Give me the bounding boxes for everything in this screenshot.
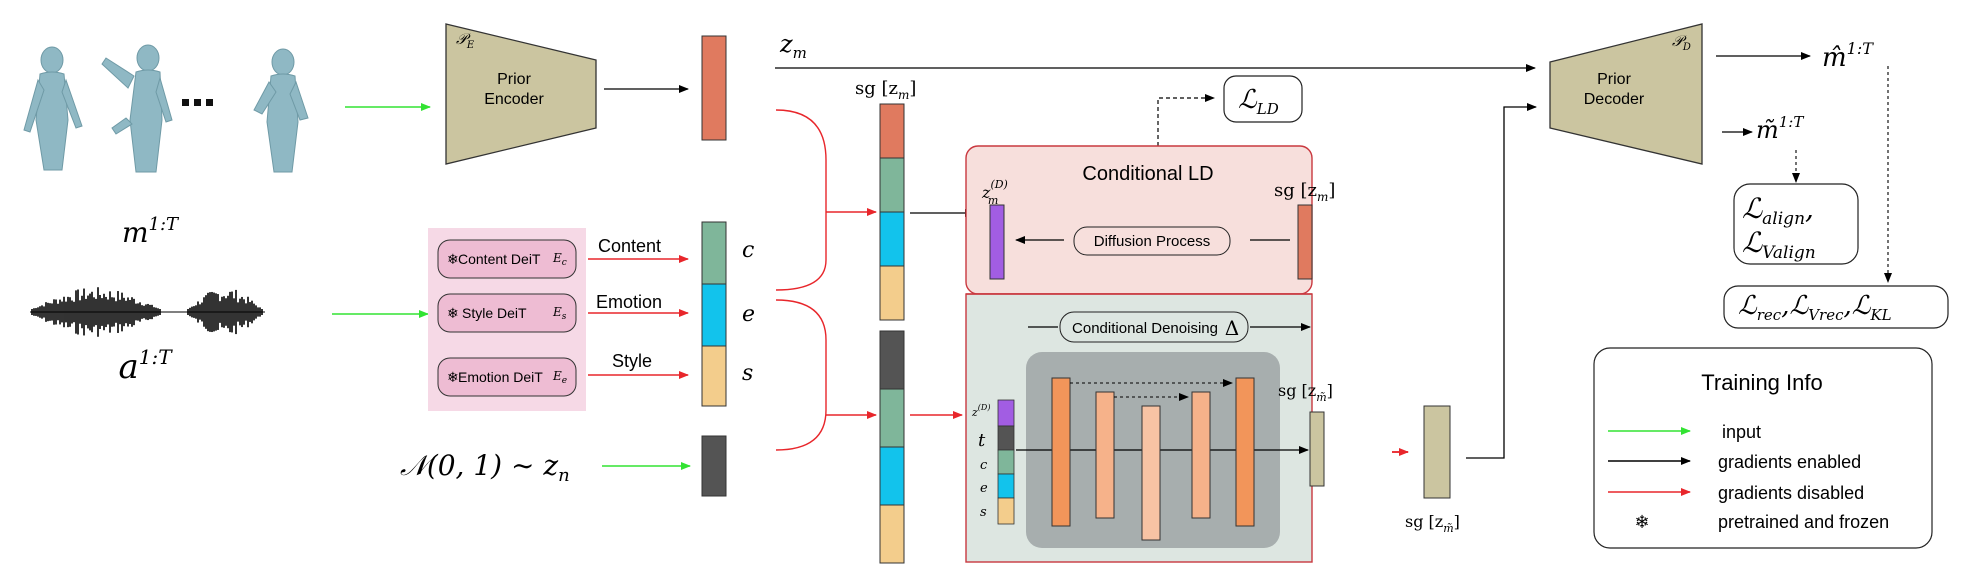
letter-e: e	[742, 302, 755, 327]
snowflake-icon: ❄	[447, 369, 459, 385]
encoder-label: Emotion DeiT	[458, 369, 543, 385]
legend-label-disabled: gradients disabled	[1718, 483, 1864, 503]
loss-rec-box	[1723, 285, 1949, 329]
unet-layer-2	[1095, 391, 1115, 519]
denoise-stack-zmD	[997, 399, 1015, 427]
diffusion-process-label: Diffusion Process	[1094, 233, 1210, 250]
legend-label-enabled: gradients enabled	[1718, 452, 1861, 472]
denoising-label: Conditional Denoising	[1072, 320, 1218, 337]
style-embedding-block	[701, 345, 727, 407]
stack-top-s	[879, 265, 905, 321]
prior-decoder-line2: Decoder	[1584, 91, 1645, 108]
encoder-content-deit: ❄ Content DeiT Ec	[437, 239, 577, 279]
mtilde-label: m̃1:T	[1756, 113, 1804, 144]
noise-block	[701, 435, 727, 497]
encoder-emotion-deit: ❄ Emotion DeiT Ee	[437, 357, 577, 397]
prior-encoder-line2: Encoder	[484, 91, 544, 108]
sg-zmtilde-block	[1423, 405, 1451, 499]
denoise-stack-c	[997, 449, 1015, 475]
denoise-sg-out-label: sg [zm̃]	[1278, 381, 1333, 404]
stack-bottom-e	[879, 446, 905, 506]
legend-label-input: input	[1722, 422, 1761, 442]
stack-letter-e: e	[980, 481, 988, 496]
denoise-stack-t	[997, 425, 1015, 451]
ld-sg-zm-label: sg [zm]	[1274, 180, 1335, 204]
delta-symbol: Δ	[1225, 316, 1239, 340]
letter-c: c	[742, 238, 754, 263]
arrow-label-style: Style	[612, 351, 652, 371]
diffusion-process-box	[1073, 226, 1231, 256]
motion-label: m1:T	[122, 214, 180, 249]
loss-align-box	[1733, 183, 1859, 265]
denoise-stack-e	[997, 473, 1015, 499]
zmD-label: z(D)m	[981, 178, 1008, 207]
denoising-box	[1059, 311, 1249, 343]
bracket-top	[775, 109, 827, 291]
to-decoder-arrow	[1466, 103, 1537, 459]
stack-letter-s: s	[980, 505, 987, 520]
stack-top-e	[879, 211, 905, 267]
stack-top-c	[879, 157, 905, 213]
letter-s: s	[742, 361, 753, 386]
unet-layer-4	[1191, 391, 1211, 519]
content-embedding-block	[701, 221, 727, 285]
arrow-label-content: Content	[598, 236, 661, 256]
audio-label: a1:T	[118, 345, 173, 387]
loss-ld-box	[1223, 75, 1303, 123]
human-figure-icon	[101, 44, 173, 173]
human-figure-icon	[23, 46, 83, 171]
prior-decoder: 𝒫D Prior Decoder	[1549, 23, 1703, 165]
legend-box	[1593, 347, 1933, 549]
stack-bottom-s	[879, 504, 905, 564]
noise-label: 𝒩(0, 1) ∼ zn	[400, 449, 570, 486]
sg-zm-label: sg [zm]	[855, 78, 916, 102]
stack-top-zm	[879, 103, 905, 159]
legend-label-frozen: pretrained and frozen	[1718, 512, 1889, 532]
stack-bottom-c	[879, 388, 905, 448]
arrow-label-emotion: Emotion	[596, 292, 662, 312]
ld-dashed-arrow	[1157, 94, 1215, 146]
encoder-style-deit: ❄ Style DeiT Es	[437, 293, 577, 333]
emotion-embedding-block	[701, 283, 727, 347]
human-figure-icon	[253, 48, 309, 173]
loss-rec-label: ℒrec,ℒVrec,ℒKL	[1738, 291, 1892, 324]
encoder-label: Content DeiT	[458, 251, 541, 267]
snowflake-icon: ❄	[447, 305, 459, 321]
snowflake-icon: ❄	[1634, 512, 1649, 532]
zm-label: zm	[779, 30, 807, 62]
prior-decoder-line1: Prior	[1597, 71, 1631, 88]
unet-layer-5	[1235, 377, 1255, 527]
prior-encoder: 𝒫E Prior Encoder	[445, 23, 597, 165]
snowflake-icon: ❄	[447, 251, 459, 267]
motion-figures	[23, 44, 309, 173]
encoder-label: Style DeiT	[462, 305, 527, 321]
stack-letter-t: t	[978, 430, 986, 451]
svg-text:Es: Es	[552, 305, 567, 322]
zmD-small-label: z(D)	[971, 403, 990, 419]
legend-title: Training Info	[1701, 370, 1822, 395]
loss-valign-label: ℒValign	[1742, 226, 1816, 263]
mhat-label: m̂1:T	[1822, 39, 1874, 73]
denoise-stack-s	[997, 497, 1015, 525]
svg-text:Ec: Ec	[552, 251, 567, 268]
svg-text:Ee: Ee	[552, 369, 567, 386]
latent-zm-block	[701, 35, 727, 141]
unet-layer-1	[1051, 377, 1071, 527]
stack-letter-c: c	[980, 458, 988, 473]
zmD-block	[989, 204, 1005, 280]
bracket-bottom	[775, 299, 827, 451]
unet-layer-3	[1141, 405, 1161, 541]
stack-bottom-zn	[879, 330, 905, 390]
denoise-output-block	[1309, 411, 1325, 487]
loss-align-label: ℒalign,	[1742, 192, 1814, 229]
waveform-bars	[31, 287, 263, 337]
ld-sg-zm-block	[1297, 204, 1313, 280]
conditional-ld-title: Conditional LD	[1082, 163, 1213, 185]
prior-encoder-line1: Prior	[497, 71, 531, 88]
sg-zmtilde-label: sg [zm̃]	[1405, 512, 1460, 535]
loss-ld-label: ℒLD	[1238, 85, 1279, 118]
ellipsis-dots	[182, 99, 213, 106]
